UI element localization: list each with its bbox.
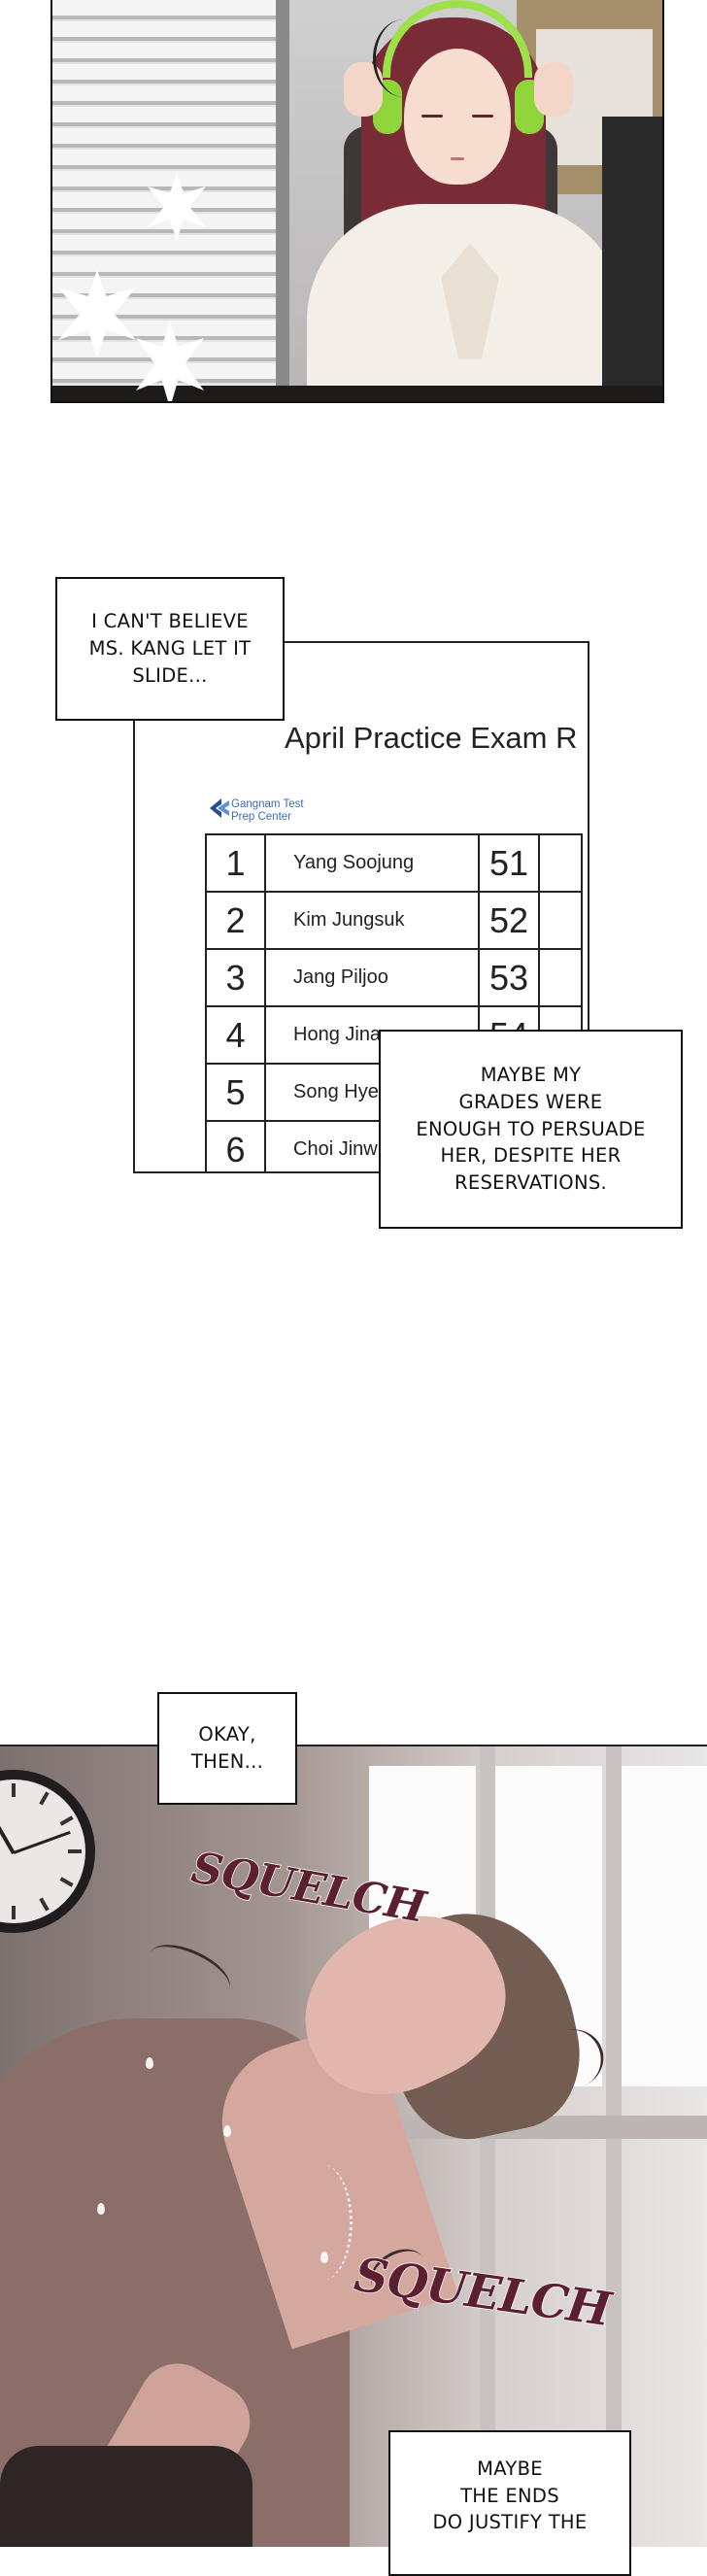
sweat-drop-icon <box>320 2252 328 2263</box>
pearl-necklace <box>291 2164 353 2281</box>
bubble-line: I CAN'T BELIEVE <box>91 610 249 633</box>
exam-results-sheet: April Practice Exam R Gangnam Test Prep … <box>133 641 589 1173</box>
table-row: 1 Yang Soojung 51 <box>205 833 583 893</box>
name-cell: Yang Soojung <box>264 833 480 893</box>
score-cell: 52 <box>478 891 540 950</box>
bubble-line: OKAY, <box>198 1723 256 1746</box>
office-clock-panel: SQUELCH SQUELCH <box>0 1745 707 2547</box>
table-row: 3 Jang Piljoo 53 <box>205 948 583 1007</box>
speech-bubble: MAYBE MY GRADES WERE ENOUGH TO PERSUADE … <box>379 1030 683 1229</box>
logo-line-1: Gangnam Test <box>231 798 304 810</box>
logo-line-2: Prep Center <box>231 811 292 823</box>
name-cell: Jang Piljoo <box>264 948 480 1007</box>
bubble-line: SLIDE... <box>132 663 208 687</box>
window-mullion <box>480 1746 495 2547</box>
bubble-line: DO JUSTIFY THE <box>432 2511 588 2534</box>
bubble-line: MAYBE MY <box>480 1064 582 1087</box>
bubble-line: THE ENDS <box>460 2484 559 2507</box>
bubble-line: MS. KANG LET IT <box>88 637 252 661</box>
speech-bubble: MAYBE THE ENDS DO JUSTIFY THE <box>388 2430 631 2576</box>
sweat-drop-icon <box>223 2125 231 2137</box>
window-frame <box>276 0 289 401</box>
bubble-line: ENOUGH TO PERSUADE <box>416 1117 646 1140</box>
clock-face <box>0 1779 85 1923</box>
extra-cell <box>538 833 583 893</box>
speech-bubble: I CAN'T BELIEVE MS. KANG LET IT SLIDE... <box>55 577 285 721</box>
score-cell: 53 <box>478 948 540 1007</box>
office-headphones-panel <box>50 0 664 403</box>
logo-text: Gangnam Test Prep Center <box>231 798 304 824</box>
extra-cell <box>538 891 583 950</box>
name-cell: Kim Jungsuk <box>264 891 480 950</box>
exam-title: April Practice Exam R <box>285 721 578 755</box>
bubble-line: GRADES WERE <box>458 1090 603 1113</box>
rank-cell: 2 <box>205 891 266 950</box>
woman-mouth <box>451 157 464 160</box>
window-mullion <box>606 1746 622 2547</box>
extra-cell <box>538 948 583 1007</box>
closed-eye-right <box>472 115 493 118</box>
sweat-drop-icon <box>146 2057 153 2069</box>
rank-cell: 4 <box>205 1005 266 1065</box>
score-cell: 51 <box>478 833 540 893</box>
dark-shadow <box>0 2446 252 2547</box>
bubble-line: THEN... <box>190 1750 264 1773</box>
rank-cell: 1 <box>205 833 266 893</box>
desk-edge <box>52 386 662 401</box>
bubble-line: MAYBE <box>477 2457 543 2480</box>
rank-cell: 5 <box>205 1063 266 1122</box>
gangnam-logo-icon <box>210 798 229 818</box>
bubble-line: RESERVATIONS. <box>454 1171 608 1195</box>
closed-eye-left <box>421 115 443 118</box>
window-pane <box>622 1766 707 2086</box>
sweat-drop-icon <box>97 2203 105 2215</box>
computer-monitor <box>602 117 662 401</box>
motion-line-icon <box>373 19 434 97</box>
table-row: 2 Kim Jungsuk 52 <box>205 891 583 950</box>
clock-minute-hand <box>13 1830 71 1854</box>
speech-bubble: OKAY, THEN... <box>157 1692 297 1805</box>
bubble-line: HER, DESPITE HER <box>440 1144 622 1168</box>
rank-cell: 6 <box>205 1120 266 1171</box>
clock-hour-hand <box>0 1813 16 1854</box>
rank-cell: 3 <box>205 948 266 1007</box>
hand-right <box>534 62 573 117</box>
